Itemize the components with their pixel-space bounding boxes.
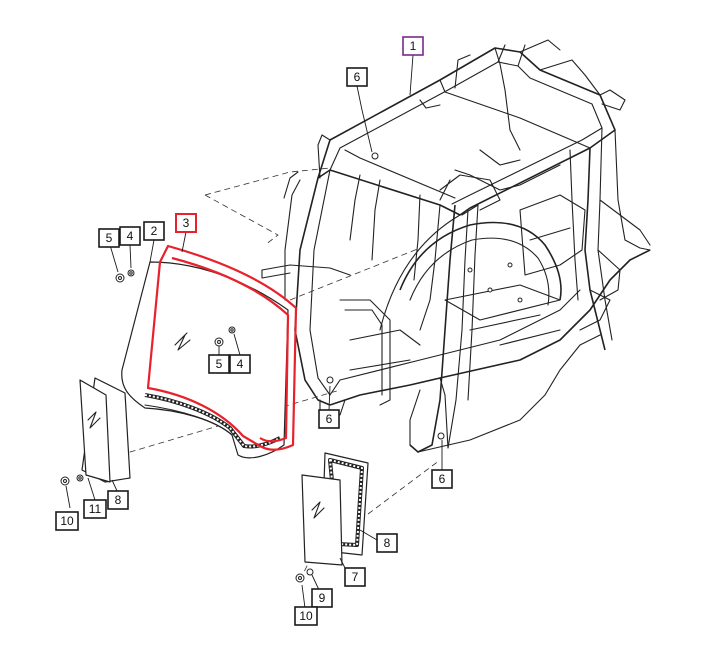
- callout-7[interactable]: 7: [344, 567, 366, 587]
- svg-text:5: 5: [106, 231, 113, 245]
- callout-4-top[interactable]: 4: [119, 226, 141, 246]
- callout-8-left[interactable]: 8: [107, 490, 129, 510]
- svg-text:4: 4: [127, 229, 134, 243]
- windscreen-seal-highlighted: [146, 244, 298, 451]
- callout-2[interactable]: 2: [143, 221, 165, 241]
- svg-text:6: 6: [326, 412, 333, 426]
- svg-text:10: 10: [299, 609, 313, 623]
- callout-6-left[interactable]: 6: [318, 409, 340, 429]
- svg-text:5: 5: [216, 357, 223, 371]
- leader-lines: [65, 54, 443, 609]
- svg-text:8: 8: [384, 536, 391, 550]
- callout-9[interactable]: 9: [311, 588, 333, 608]
- callout-5-top[interactable]: 5: [98, 228, 120, 248]
- windscreen-fasteners: [115, 269, 236, 347]
- callout-8-bottom[interactable]: 8: [376, 533, 398, 553]
- svg-text:4: 4: [237, 357, 244, 371]
- left-side-window: [60, 377, 131, 486]
- callout-1[interactable]: 1: [402, 36, 424, 56]
- svg-text:2: 2: [151, 224, 158, 238]
- callout-6-right[interactable]: 6: [431, 469, 453, 489]
- rear-side-window: [295, 452, 369, 583]
- callout-4-windscreen[interactable]: 4: [229, 354, 251, 374]
- svg-text:6: 6: [354, 70, 361, 84]
- callout-3[interactable]: 3: [175, 213, 197, 233]
- callout-5-windscreen[interactable]: 5: [208, 354, 230, 374]
- svg-text:6: 6: [439, 472, 446, 486]
- callout-10-bottom[interactable]: 10: [294, 606, 318, 626]
- svg-text:11: 11: [89, 502, 102, 516]
- svg-text:10: 10: [60, 514, 74, 528]
- svg-text:8: 8: [115, 493, 122, 507]
- windscreen-glass: [121, 261, 289, 459]
- callout-11[interactable]: 11: [83, 499, 107, 519]
- svg-text:3: 3: [183, 216, 190, 230]
- cab-frame: [261, 39, 651, 453]
- svg-text:1: 1: [410, 39, 417, 53]
- svg-text:7: 7: [352, 570, 359, 584]
- callout-6-top[interactable]: 6: [346, 67, 368, 87]
- svg-text:9: 9: [319, 591, 326, 605]
- callout-10-left[interactable]: 10: [55, 511, 79, 531]
